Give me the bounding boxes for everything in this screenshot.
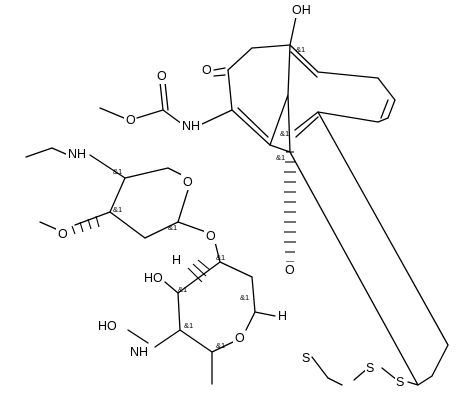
atom-oh-top: OH xyxy=(292,3,311,17)
atom-o-carbamate-carbonyl: O xyxy=(157,69,167,83)
stereo-label: &1 xyxy=(216,341,225,350)
stereo-label: &1 xyxy=(113,167,122,176)
stereo-label: &1 xyxy=(184,321,193,330)
atom-ho-sugar: HO xyxy=(144,271,163,285)
stereo-label: &1 xyxy=(276,153,285,162)
stereo-label: &1 xyxy=(296,45,305,54)
atom-nh-carbamate: NH xyxy=(182,119,200,133)
atom-s-1: S xyxy=(302,351,310,365)
stereo-label: &1 xyxy=(113,205,122,214)
atom-o-ketone: O xyxy=(202,63,212,77)
bond-lines xyxy=(25,16,449,386)
stereo-label: &1 xyxy=(280,129,289,138)
atom-o-methoxy: O xyxy=(58,227,68,241)
stereo-label: &1 xyxy=(168,223,177,232)
hashed-wedges xyxy=(71,151,296,283)
stereo-label: &1 xyxy=(216,253,225,262)
stereo-labels: &1 &1 &1 &1 &1 &1 &1 &1 &1 &1 &1 xyxy=(113,45,305,350)
atom-h-anomeric-2: H xyxy=(278,309,287,323)
atom-o-carbamate-ester: O xyxy=(126,113,136,127)
atom-o-ring-2: O xyxy=(235,331,245,345)
atom-nh-hydroxylamine: NH xyxy=(130,345,148,359)
stereo-label: &1 xyxy=(240,293,249,302)
atom-labels: OH O O O NH NH O O O O O HO HO NH H H S xyxy=(56,2,405,390)
atom-h-anomeric-1: H xyxy=(172,253,181,267)
atom-o-ring-1: O xyxy=(183,175,193,189)
atom-s-2: S xyxy=(366,361,374,375)
atom-o-glycosidic-1: O xyxy=(206,229,216,243)
atom-o-glycosidic-2: O xyxy=(285,263,295,277)
atom-ho-hydroxylamine: HO xyxy=(98,319,117,333)
stereo-label: &1 xyxy=(178,285,187,294)
atom-s-3: S xyxy=(396,375,404,389)
atom-nh-ethyl: NH xyxy=(68,147,86,161)
